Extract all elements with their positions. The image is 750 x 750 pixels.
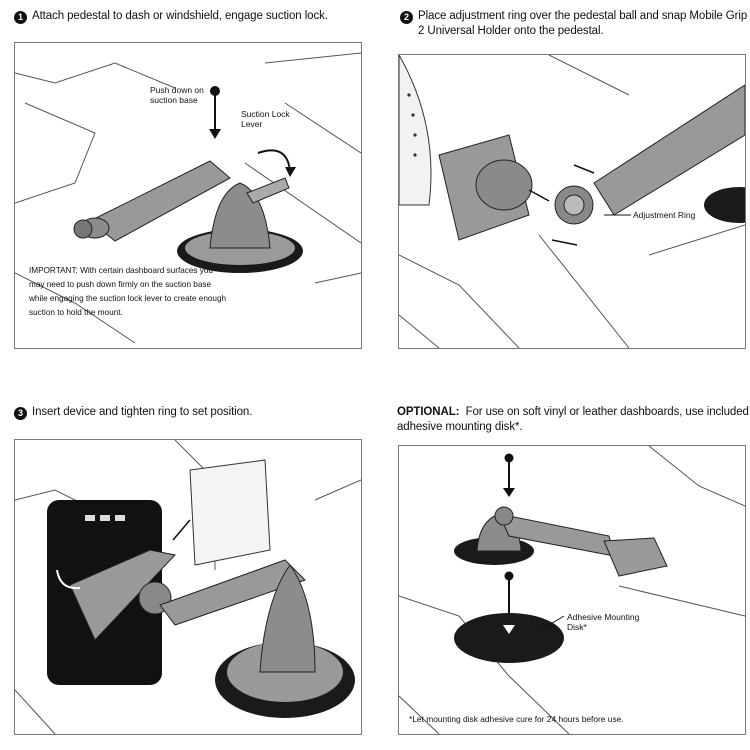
suction-lock-lever-label: Suction Lock Lever (241, 109, 290, 129)
step-3-number: 3 (14, 407, 27, 420)
important-note: IMPORTANT: With certain dashboard surfac… (29, 266, 227, 317)
step-1-number: 1 (14, 11, 27, 24)
step-2-text-line1: Place adjustment ring over the pedestal … (418, 10, 748, 22)
optional-heading: OPTIONAL: For use on soft vinyl or leath… (397, 405, 749, 435)
step-2-illustration (399, 55, 745, 348)
step-1-text: Attach pedestal to dash or windshield, e… (32, 10, 328, 22)
panel-optional: Adhesive Mounting Disk* *Let mounting di… (398, 445, 746, 735)
step-3-illustration (15, 440, 361, 734)
optional-illustration (399, 446, 745, 734)
step-2-number: 2 (400, 11, 413, 24)
step-3-text: Insert device and tighten ring to set po… (32, 406, 253, 418)
adhesive-disk (454, 613, 564, 663)
optional-text-line1: For use on soft vinyl or leather dashboa… (465, 406, 749, 418)
footnote: *Let mounting disk adhesive cure for 24 … (409, 714, 624, 724)
adhesive-disk-label: Adhesive Mounting Disk* (567, 612, 640, 632)
step-1-illustration (15, 52, 361, 344)
panel-step-2: Adjustment Ring (398, 54, 746, 349)
panel-step-1: Push down on suction base Suction Lock L… (14, 42, 362, 349)
step-1-heading: 1 Attach pedestal to dash or windshield, … (14, 9, 328, 24)
step-2-heading: 2 Place adjustment ring over the pedestal… (400, 9, 747, 39)
push-down-label: Push down on suction base (150, 85, 204, 105)
step-2-text-line2: 2 Universal Holder onto the pedestal. (418, 25, 604, 37)
optional-label: OPTIONAL: (397, 406, 460, 418)
optional-text-line2: adhesive mounting disk*. (397, 421, 523, 433)
panel-step-3 (14, 439, 362, 735)
step-3-heading: 3 Insert device and tighten ring to set p… (14, 405, 252, 420)
adjustment-ring-label: Adjustment Ring (633, 210, 696, 220)
